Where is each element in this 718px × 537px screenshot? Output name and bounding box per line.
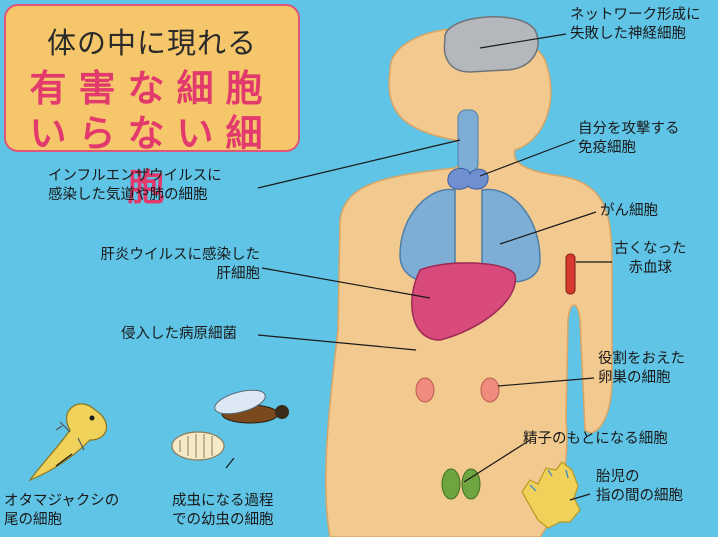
label-larva: 成虫になる過程での幼虫の細胞 [172, 492, 274, 530]
immune-organ-shape [448, 168, 488, 189]
label-pathogen: 侵入した病原細菌 [121, 325, 237, 344]
label-old-rbc: 古くなった赤血球 [614, 240, 687, 278]
label-hepatitis: 肝炎ウイルスに感染した肝細胞 [96, 246, 260, 284]
label-influenza: インフルエンザウイルスに感染した気道や肺の細胞 [48, 167, 222, 205]
left-ovary-shape [416, 378, 434, 402]
label-cancer: がん細胞 [600, 202, 658, 221]
label-immune: 自分を攻撃する免疫細胞 [578, 120, 680, 158]
label-sperm: 精子のもとになる細胞 [523, 430, 668, 449]
brain-shape [444, 17, 538, 72]
left-testis-shape [442, 469, 460, 499]
old-rbc-shape [566, 254, 575, 294]
trachea-shape [458, 110, 478, 172]
label-tadpole: オタマジャクシの尾の細胞 [4, 492, 119, 530]
label-neural: ネットワーク形成に失敗した神経細胞 [570, 6, 701, 44]
label-fetal: 胎児の指の間の細胞 [596, 468, 683, 506]
title-box: 体の中に現れる 有害な細胞 いらない細胞 [4, 4, 300, 152]
label-ovary: 役割をおえた卵巣の細胞 [598, 350, 685, 388]
right-ovary-shape [481, 378, 499, 402]
tadpole-shape [30, 404, 106, 480]
fly-shape [212, 386, 289, 423]
title-line-1: 体の中に現れる [6, 20, 298, 62]
